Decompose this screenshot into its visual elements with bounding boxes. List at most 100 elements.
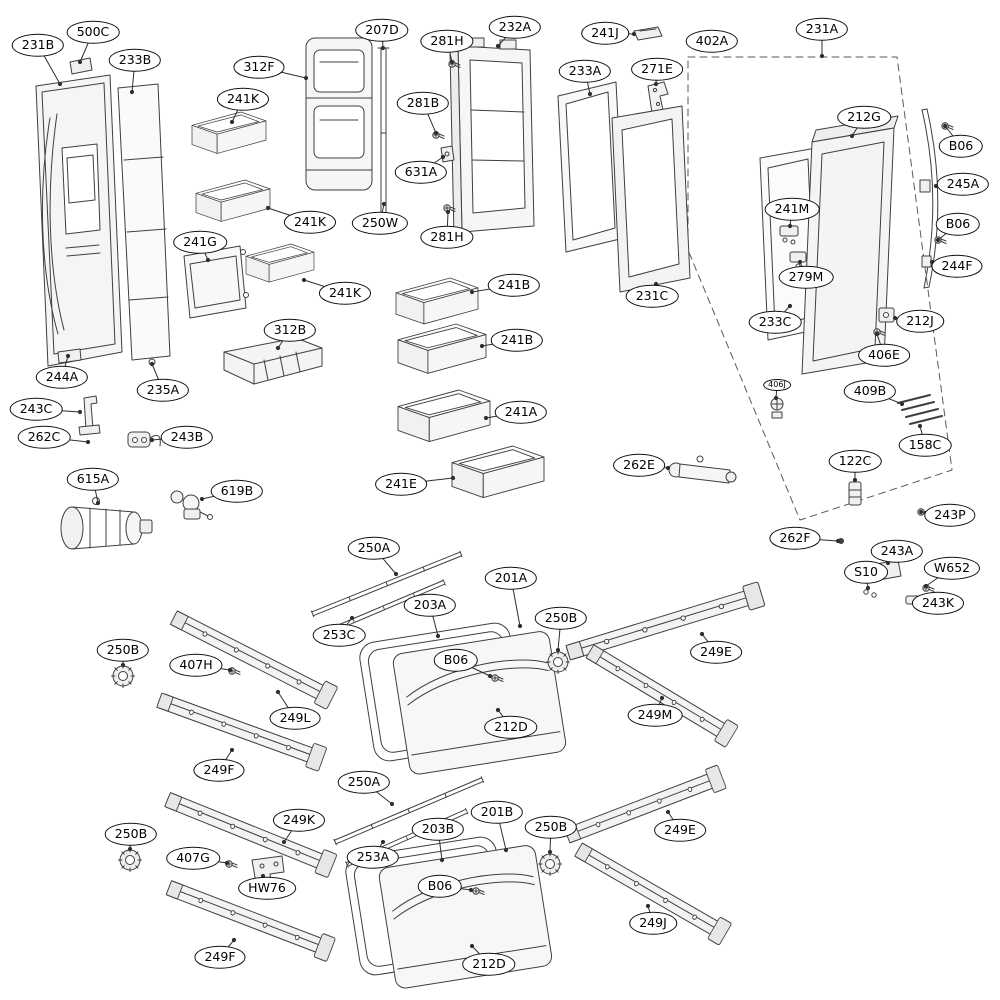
- callout-241M: 241M: [764, 197, 820, 221]
- leader-dot-409B: [899, 401, 905, 407]
- leader-dot-279M: [797, 259, 803, 265]
- callout-231B: 231B: [11, 33, 65, 57]
- leader-dot-241J: [631, 31, 637, 37]
- callout-241K: 241K: [283, 210, 337, 234]
- callout-201A: 201A: [484, 566, 538, 590]
- callout-212J: 212J: [896, 309, 944, 333]
- callout-250A: 250A: [337, 770, 391, 794]
- callout-250B: 250B: [524, 815, 578, 839]
- leader-dot-W652: [923, 583, 929, 589]
- callout-406J: 406J: [763, 379, 791, 391]
- leader-dot-249F: [229, 747, 235, 753]
- callout-241J: 241J: [581, 21, 629, 45]
- callout-HW76: HW76: [238, 876, 296, 900]
- callout-406E: 406E: [858, 343, 910, 367]
- callout-158C: 158C: [898, 433, 952, 457]
- leader-dot-249J: [645, 903, 651, 909]
- callout-241E: 241E: [375, 472, 427, 496]
- clip-241j: [633, 26, 663, 41]
- filter-615a: [60, 497, 153, 550]
- callout-243A: 243A: [870, 539, 924, 563]
- callout-619B: 619B: [210, 479, 264, 503]
- callout-243B: 243B: [160, 425, 214, 449]
- callout-207D: 207D: [355, 18, 409, 42]
- leader-dot-B06: [468, 887, 474, 893]
- callout-249F: 249F: [193, 758, 245, 782]
- callout-241G: 241G: [173, 230, 227, 254]
- callout-241B: 241B: [487, 273, 541, 297]
- screw-s10-b: [871, 592, 877, 598]
- callout-409B: 409B: [843, 379, 897, 403]
- leader-dot-232A: [495, 43, 501, 49]
- leader-dot-241A: [483, 415, 489, 421]
- leader-dot-407G: [224, 860, 230, 866]
- callout-122C: 122C: [828, 449, 882, 473]
- callout-615A: 615A: [66, 467, 120, 491]
- leader-dot-241E: [450, 475, 456, 481]
- leader-dot-241M: [787, 223, 793, 229]
- leader-dot-250B: [547, 849, 553, 855]
- leader-dot-243C: [77, 409, 83, 415]
- callout-B06: B06: [935, 212, 981, 236]
- callout-312F: 312F: [233, 55, 285, 79]
- leader-dot-250A: [389, 801, 395, 807]
- leader-dot-241B: [479, 343, 485, 349]
- callout-262C: 262C: [17, 425, 71, 449]
- leader-dot-241K: [229, 119, 235, 125]
- callout-203A: 203A: [403, 593, 457, 617]
- case-232a: [449, 37, 535, 237]
- callout-243K: 243K: [911, 591, 965, 615]
- callout-231C: 231C: [625, 284, 679, 308]
- valve-406j: [770, 397, 784, 419]
- callout-407H: 407H: [169, 653, 223, 677]
- callout-244A: 244A: [35, 365, 89, 389]
- leader-dot-207D: [380, 45, 386, 51]
- callout-249K: 249K: [272, 808, 326, 832]
- leader-dot-212D: [495, 707, 501, 713]
- leader-dot-271E: [653, 81, 659, 87]
- leader-dot-406J: [773, 395, 779, 401]
- assembly-boundary-231a: [687, 56, 953, 521]
- callout-281H: 281H: [420, 29, 474, 53]
- leader-dot-281H: [445, 209, 451, 215]
- callout-245A: 245A: [936, 172, 990, 196]
- callout-281H: 281H: [420, 225, 474, 249]
- callout-B06: B06: [417, 874, 463, 898]
- leader-dot-631A: [440, 154, 446, 160]
- leader-dot-249E: [699, 631, 705, 637]
- leader-dot-B06: [935, 237, 941, 243]
- callout-407G: 407G: [166, 846, 220, 870]
- callout-249M: 249M: [627, 703, 683, 727]
- callout-243C: 243C: [9, 397, 63, 421]
- callout-271E: 271E: [631, 57, 683, 81]
- leader-dot-281H: [449, 59, 455, 65]
- leader-dot-233C: [787, 303, 793, 309]
- screw-s10-a: [863, 589, 869, 595]
- gasket-233a: [557, 81, 625, 253]
- bracket-241m: [779, 225, 799, 245]
- callout-B06: B06: [433, 648, 479, 672]
- callout-262E: 262E: [613, 453, 665, 477]
- callout-249E: 249E: [690, 640, 742, 664]
- leader-dot-244A: [65, 353, 71, 359]
- callout-241K: 241K: [318, 281, 372, 305]
- callout-B06: B06: [938, 134, 984, 158]
- callout-279M: 279M: [778, 265, 834, 289]
- callout-631A: 631A: [394, 160, 448, 184]
- leader-dot-203A: [435, 633, 441, 639]
- leader-dot-235A: [149, 361, 155, 367]
- leader-dot-203B: [439, 857, 445, 863]
- leader-dot-241K: [301, 277, 307, 283]
- callout-249L: 249L: [269, 706, 321, 730]
- left-door-231b: [35, 57, 171, 367]
- leader-dot-243B: [149, 437, 155, 443]
- leader-dot-312F: [303, 75, 309, 81]
- leader-dot-312B: [275, 345, 281, 351]
- callout-W652: W652: [923, 556, 981, 580]
- callout-235A: 235A: [136, 378, 190, 402]
- callout-249E: 249E: [654, 818, 706, 842]
- leader-dot-253A: [380, 839, 386, 845]
- callout-203B: 203B: [411, 817, 465, 841]
- callout-250A: 250A: [347, 536, 401, 560]
- callout-212D: 212D: [462, 952, 516, 976]
